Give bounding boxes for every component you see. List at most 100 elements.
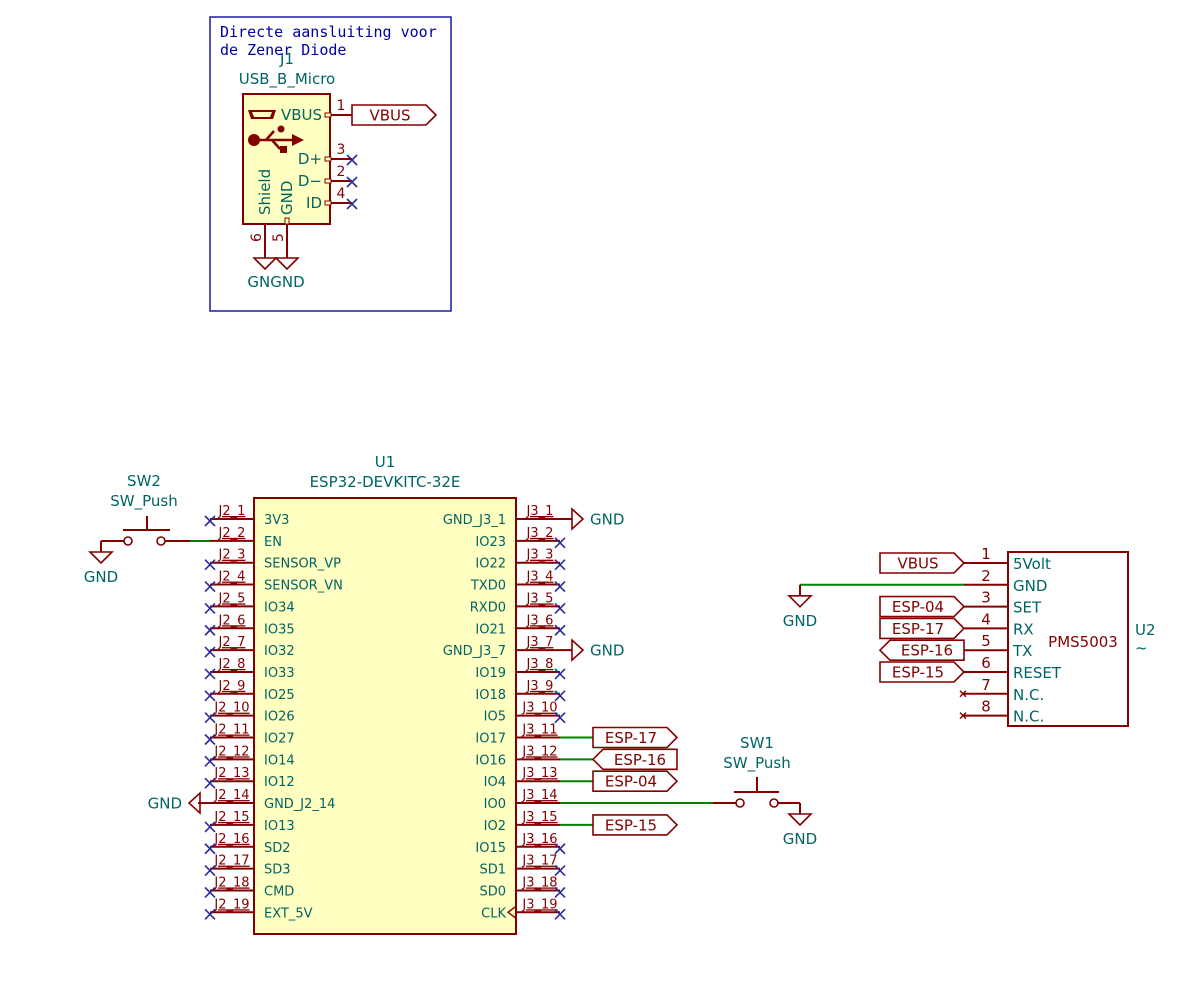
pin-number: J3_4 — [526, 570, 554, 585]
pin-number: J2_8 — [218, 657, 246, 672]
pin-number: 3 — [337, 142, 346, 158]
net-label[interactable]: ESP-16 — [591, 748, 678, 771]
gnd-power-symbol: GND — [783, 594, 817, 630]
push-switch-sw2[interactable]: SW2 SW_Push GND — [84, 472, 210, 586]
pin-number: J2_5 — [218, 591, 246, 606]
u1-pin-j2_2[interactable]: J2_2EN — [210, 526, 282, 550]
net-label[interactable]: ESP-04 — [592, 770, 679, 793]
pin-number: 7 — [981, 676, 991, 694]
pin-number: 2 — [981, 567, 991, 585]
svg-text:GND: GND — [84, 568, 118, 586]
gnd-power-symbol: GND — [571, 507, 624, 531]
pin-number: J3_1 — [526, 504, 554, 519]
net-label-text: VBUS — [897, 555, 938, 573]
pin-name: IO15 — [475, 841, 506, 856]
pin-name: IO26 — [264, 710, 295, 725]
pin-name: IO35 — [264, 622, 295, 637]
pin-name: SET — [1013, 599, 1042, 617]
u2-pin-8[interactable]: 8N.C. — [959, 698, 1044, 726]
push-switch-sw1[interactable]: SW1 SW_Push GND — [713, 734, 817, 848]
j1-pin-2[interactable]: D−2 — [298, 164, 358, 190]
net-label[interactable]: ESP-17 — [879, 617, 966, 640]
clock-input-icon — [506, 905, 517, 919]
no-connect-icon — [959, 690, 967, 698]
pin-name: GND_J3_7 — [443, 644, 506, 659]
pin-number: J3_10 — [521, 701, 557, 716]
pin-name: N.C. — [1013, 686, 1044, 704]
u2-pin-7[interactable]: 7N.C. — [959, 676, 1044, 704]
net-label-text: ESP-15 — [892, 664, 944, 682]
pin-number: J3_8 — [526, 657, 554, 672]
svg-text:GND: GND — [783, 612, 817, 630]
net-label[interactable]: ESP-04 — [879, 595, 966, 618]
pin-name: IO5 — [484, 710, 506, 725]
pin-name: D+ — [298, 150, 322, 168]
j1-pin-3[interactable]: D+ 3 — [298, 142, 358, 168]
pin-number: 5 — [981, 632, 991, 650]
pin-name: IO18 — [475, 688, 506, 703]
net-label[interactable]: ESP-16 — [878, 639, 965, 662]
net-label[interactable]: ESP-15 — [592, 814, 679, 836]
pin-name: IO2 — [484, 819, 506, 834]
net-label[interactable]: ESP-15 — [879, 661, 966, 683]
net-label[interactable]: VBUS — [879, 552, 966, 574]
net-label[interactable]: VBUS — [351, 104, 438, 126]
pin-number: J2_2 — [218, 526, 246, 541]
esp32-module-u1[interactable]: U1 ESP32-DEVKITC-32E J2_13V3J2_2ENJ2_3SE… — [148, 453, 713, 935]
pin-number: J2_18 — [213, 875, 249, 890]
pin-name: IO32 — [264, 644, 295, 659]
pin-number: J3_16 — [521, 832, 557, 847]
pin-name: TXD0 — [470, 579, 506, 594]
net-label[interactable]: ESP-17 — [592, 726, 679, 749]
pms5003-sensor-u2[interactable]: PMS5003 U2 ~ 15VoltVBUS2GNDGND3SETESP-04… — [783, 545, 1156, 727]
